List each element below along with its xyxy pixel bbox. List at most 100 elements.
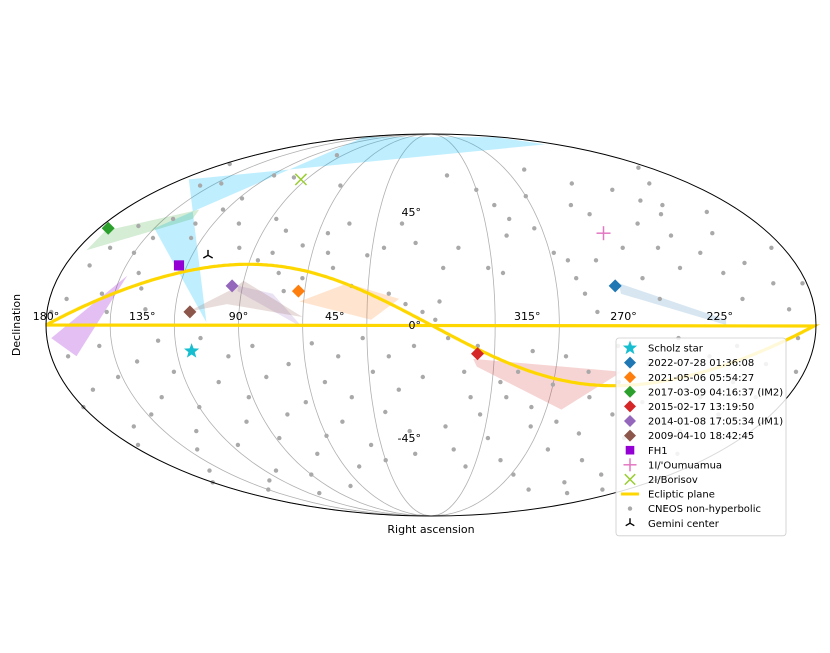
cneos-point <box>677 265 683 271</box>
cneos-point <box>195 447 200 452</box>
1i-oumuamua-marker <box>596 226 611 241</box>
cneos-point <box>795 335 801 341</box>
cneos-point <box>511 472 516 477</box>
cneos-point <box>309 341 314 346</box>
cneos-point <box>330 265 336 271</box>
uncertainty-region <box>473 358 622 410</box>
uncertainty-region <box>86 209 200 251</box>
cneos-point <box>550 382 556 387</box>
cneos-point <box>216 379 221 385</box>
ra-tick-label: 135° <box>129 310 156 323</box>
cneos-point <box>500 270 506 276</box>
cneos-point <box>786 307 792 312</box>
legend-marker <box>622 340 638 355</box>
cneos-point <box>563 354 569 359</box>
cneos-point <box>742 260 747 266</box>
cneos-point <box>638 198 643 203</box>
cneos-point <box>462 369 467 374</box>
uncertainty-region <box>187 280 303 318</box>
cneos-point <box>49 309 54 315</box>
cneos-point <box>300 276 305 281</box>
legend-marker <box>624 415 636 427</box>
cneos-point <box>383 409 388 415</box>
cneos-point <box>704 209 709 215</box>
cneos-point <box>104 309 109 315</box>
dec-tick-label: -45° <box>398 432 421 445</box>
legend-label: 2014-01-08 17:05:34 (IM1) <box>648 417 783 428</box>
cneos-point <box>159 395 164 400</box>
ra-tick-label: 225° <box>707 310 734 323</box>
legend-label: Gemini center <box>648 519 720 530</box>
cneos-point <box>134 359 140 364</box>
y-axis-label: Declination <box>10 294 23 356</box>
2009-04-10-18-42-45-marker <box>183 305 197 319</box>
legend-marker <box>624 429 636 442</box>
ra-tick-label: 315° <box>514 310 541 323</box>
ra-tick-label: 180° <box>33 310 60 323</box>
cneos-point <box>474 187 479 192</box>
legend-marker <box>623 458 637 472</box>
cneos-point <box>565 258 571 263</box>
cneos-point <box>420 374 425 380</box>
legend-marker <box>624 473 636 486</box>
cneos-point <box>528 424 533 429</box>
cneos-point <box>338 183 343 188</box>
cneos-point <box>107 245 113 250</box>
cneos-point <box>246 395 251 400</box>
cneos-point <box>523 194 528 199</box>
cneos-point <box>322 379 328 385</box>
cneos-point <box>194 428 199 434</box>
cneos-point <box>771 281 776 286</box>
cneos-point <box>115 374 121 380</box>
cneos-point <box>360 335 365 341</box>
cneos-point <box>90 387 96 392</box>
cneos-point <box>640 276 645 281</box>
cneos-point <box>710 231 715 236</box>
cneos-point <box>348 483 353 489</box>
2017-03-09-04-16-37-im2-marker <box>101 221 115 235</box>
cneos-point <box>198 335 203 341</box>
cneos-point <box>135 442 141 448</box>
cneos-point <box>444 173 450 178</box>
cneos-point <box>507 216 512 222</box>
cneos-point <box>277 435 282 441</box>
object-markers <box>101 173 622 361</box>
cneos-point <box>532 226 537 231</box>
cneos-point <box>274 216 279 222</box>
cneos-point <box>87 263 92 268</box>
cneos-point <box>498 458 503 463</box>
cneos-point <box>437 299 442 304</box>
cneos-point <box>504 395 509 400</box>
cneos-point <box>139 286 144 291</box>
cneos-point <box>370 369 376 374</box>
cneos-point <box>486 265 491 271</box>
cneos-point <box>769 245 774 250</box>
cneos-point <box>647 181 652 186</box>
cneos-point <box>564 490 570 496</box>
map-boundary <box>45 133 817 517</box>
cneos-point <box>131 250 137 255</box>
dec-tick-label: 0° <box>409 319 422 332</box>
cneos-point <box>658 212 664 217</box>
cneos-point <box>381 245 387 250</box>
cneos-point <box>587 395 592 400</box>
legend-label: 2009-04-10 18:42:45 <box>648 431 754 442</box>
2015-02-17-13-19-50-marker <box>471 347 484 361</box>
gemini-center-marker <box>202 249 214 259</box>
legend-label: 2022-07-28 01:36:08 <box>648 358 754 369</box>
cneos-point <box>281 288 286 294</box>
cneos-point <box>365 253 370 258</box>
cneos-point <box>383 458 388 463</box>
cneos-point <box>309 472 314 477</box>
cneos-point <box>599 472 604 477</box>
2022-07-28-01-36-08-marker <box>608 279 622 293</box>
cneos-point <box>300 243 305 248</box>
cneos-point <box>579 458 585 463</box>
cneos-point <box>271 173 277 178</box>
cneos-point <box>64 296 69 302</box>
cneos-point <box>226 354 231 359</box>
cneos-point <box>574 276 579 281</box>
uncertainty-region <box>154 137 546 323</box>
cneos-point <box>193 221 198 226</box>
